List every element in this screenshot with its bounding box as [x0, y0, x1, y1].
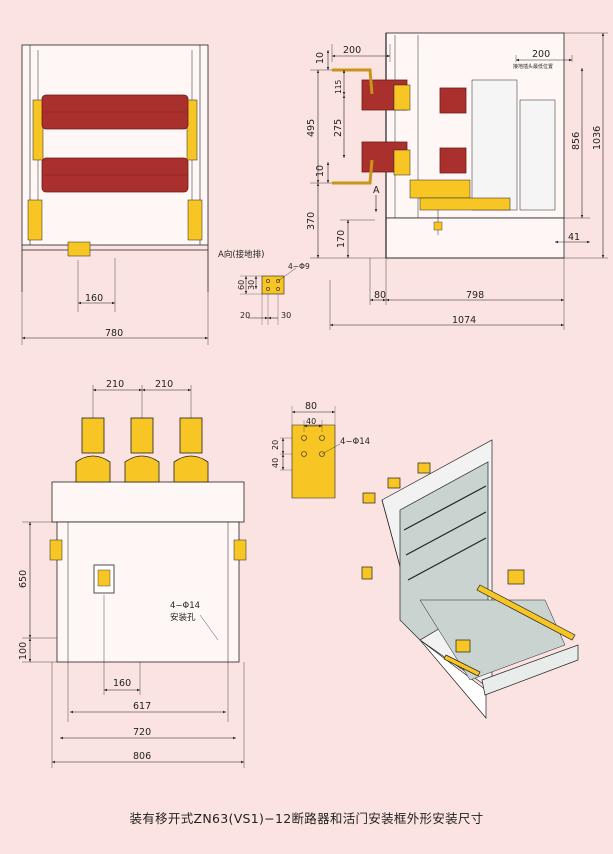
grounding-hole: 4−Φ9 — [288, 262, 310, 271]
rear-dim-210-left: 210 — [106, 379, 124, 390]
terminal-dim-80: 80 — [305, 401, 317, 412]
side-dim-115: 115 — [334, 79, 343, 94]
side-dim-200-right: 200 — [532, 49, 550, 60]
side-dim-495: 495 — [306, 119, 317, 137]
rear-dim-617: 617 — [133, 701, 151, 712]
side-dim-10-top: 10 — [315, 52, 326, 64]
isometric-frame — [361, 439, 579, 719]
grounding-bar — [261, 275, 285, 295]
front-left-bracket — [27, 199, 43, 241]
rear-view — [22, 385, 247, 768]
rear-dim-650: 650 — [18, 570, 29, 588]
side-dim-798: 798 — [466, 290, 484, 301]
grounding-dim-30-h: 30 — [247, 280, 256, 290]
rear-dim-160: 160 — [113, 678, 131, 689]
front-grounding-hook — [67, 241, 91, 257]
side-dim-275: 275 — [333, 119, 344, 137]
side-dim-170: 170 — [336, 230, 347, 248]
front-view — [21, 44, 209, 345]
rear-dim-100: 100 — [18, 642, 29, 660]
rear-hole-note: 4−Φ14 — [170, 601, 200, 611]
front-dim-780: 780 — [105, 328, 123, 339]
rear-main-panel — [56, 521, 240, 663]
terminal-plate — [291, 424, 336, 499]
terminal-detail — [280, 406, 341, 499]
side-dim-80: 80 — [374, 290, 386, 301]
rear-dim-210-right: 210 — [155, 379, 173, 390]
side-dim-41: 41 — [568, 232, 580, 243]
front-dim-160: 160 — [85, 293, 103, 304]
grounding-dim-30-w: 30 — [281, 311, 291, 320]
grounding-dim-60: 60 — [237, 280, 246, 290]
grounding-detail — [240, 267, 297, 325]
terminal-dim-40-h: 40 — [271, 458, 280, 468]
rear-bushing-2 — [130, 417, 154, 454]
rear-top-panel — [51, 481, 245, 523]
side-dim-1074: 1074 — [452, 315, 476, 326]
side-yellow-carriage — [409, 179, 471, 199]
rear-bushing-1 — [81, 417, 105, 454]
side-view — [310, 32, 608, 330]
side-arrow-a: A — [373, 185, 380, 196]
grounding-title: A向(接地排) — [218, 249, 264, 260]
terminal-dim-40-w: 40 — [306, 417, 316, 426]
side-dim-1036: 1036 — [592, 126, 603, 150]
rear-bushing-3 — [179, 417, 203, 454]
rear-hole-note-2: 安装孔 — [170, 612, 196, 623]
side-small-label: 接地插头最低位置 — [513, 63, 553, 70]
side-dim-10-mid: 10 — [315, 165, 326, 177]
figure-caption: 装有移开式ZN63(VS1)−12断路器和活门安装框外形安装尺寸 — [129, 811, 484, 826]
front-right-bracket — [187, 199, 203, 241]
rear-dim-806: 806 — [133, 751, 151, 762]
grounding-dim-20: 20 — [240, 311, 250, 320]
terminal-dim-20: 20 — [271, 440, 280, 450]
terminal-hole: 4−Φ14 — [340, 437, 370, 447]
side-dim-200-top: 200 — [343, 45, 361, 56]
side-dim-370: 370 — [306, 212, 317, 230]
rear-dim-720: 720 — [133, 727, 151, 738]
side-dim-856: 856 — [571, 132, 582, 150]
front-view-frame — [21, 44, 209, 246]
